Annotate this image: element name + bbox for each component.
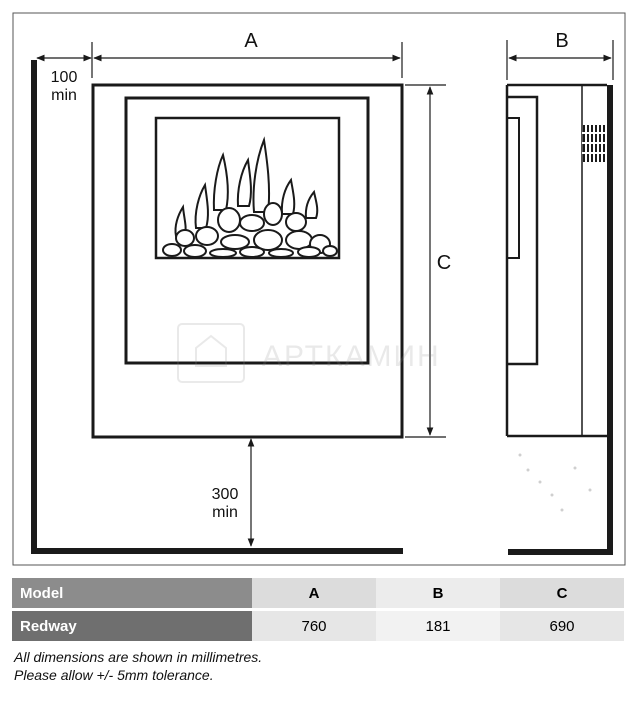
cell-b-value: 181 [376,609,500,644]
side-clearance-value: 100 [51,69,78,86]
side-floor-line [508,549,613,555]
fire-outer-frame [91,83,404,439]
dim-a-label: A [244,30,258,52]
front-floor-line [31,548,403,554]
watermark: АРТКАМИН [177,323,441,383]
fire-inner-panel [124,96,370,365]
cell-a-value: 760 [252,609,376,644]
note-units: All dimensions are shown in millimetres. [14,649,263,665]
front-wall-line [31,60,37,554]
floor-clearance-unit: min [212,504,238,521]
side-clearance-unit: min [51,87,77,104]
side-wall-line [607,85,613,555]
header-c: C [500,578,624,611]
table-header-row: Model A B C [12,578,624,611]
diagram-frame [12,12,626,566]
table-row: Redway 760 181 690 [12,609,624,644]
dim-c-label: C [437,252,451,274]
firebox-window [154,116,341,260]
watermark-logo-icon [177,323,245,383]
dimension-table: Model A B C Redway 760 181 690 [12,578,624,644]
header-b: B [376,578,500,611]
cell-model-name: Redway [12,609,252,644]
header-a: A [252,578,376,611]
front-view: A 100 min C 300 min [31,30,451,554]
fireplace-dimension-diagram: A 100 min C 300 min АРТКАМИН [12,12,626,566]
flames-illustration [174,136,319,237]
cell-c-value: 690 [500,609,624,644]
side-view: B [505,30,614,555]
note-tolerance: Please allow +/- 5mm tolerance. [14,667,214,683]
floor-clearance-value: 300 [212,486,239,503]
header-model: Model [12,578,252,611]
dim-b-label: B [555,30,568,52]
watermark-text: АРТКАМИН [262,340,441,373]
pebbles-illustration [162,202,338,258]
